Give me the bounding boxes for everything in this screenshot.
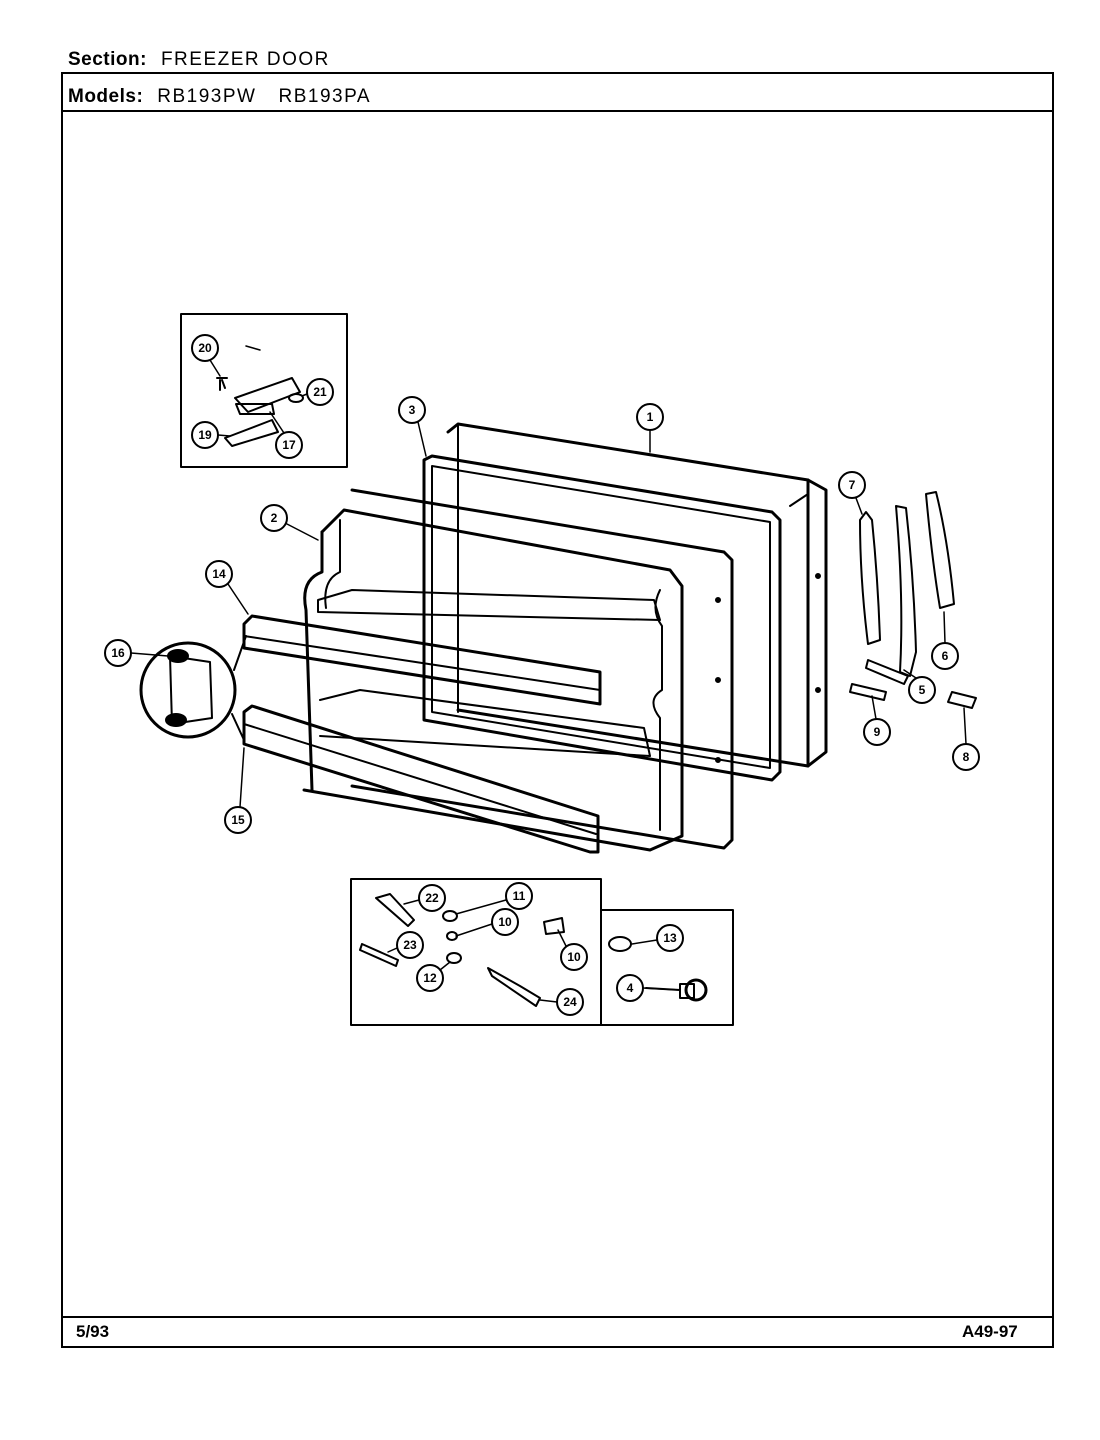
header-divider (61, 110, 1054, 112)
callout-23: 23 (387, 931, 424, 959)
footer-code: A49-97 (962, 1322, 1018, 1341)
callout-22: 22 (403, 884, 446, 912)
callout-8: 8 (952, 707, 980, 771)
callout-17: 17 (269, 411, 303, 459)
lower-shelf-bar (242, 704, 600, 854)
callout-15: 15 (224, 747, 252, 834)
outer-door-panel (446, 422, 828, 768)
hinge-handle-parts (849, 491, 977, 709)
page-frame (61, 72, 1054, 1348)
callout-22-label: 22 (425, 891, 439, 905)
callout-12-label: 12 (423, 971, 437, 985)
upper-shelf-bar (242, 614, 602, 706)
callout-3-label: 3 (409, 403, 416, 417)
callout-24-label: 24 (563, 995, 577, 1009)
callout-16: 16 (104, 639, 169, 667)
callout-6-label: 6 (942, 649, 949, 663)
models-header: Models: RB193PW RB193PA (68, 86, 371, 108)
callout-5-label: 5 (919, 683, 926, 697)
callout-16-label: 16 (111, 646, 125, 660)
callout-5: 5 (903, 669, 936, 704)
door-gasket (422, 454, 782, 782)
callout-15-label: 15 (231, 813, 245, 827)
callout-11: 11 (455, 882, 533, 915)
callout-17-label: 17 (282, 438, 296, 452)
section-label: Section: (68, 49, 147, 70)
callout-6: 6 (931, 611, 959, 670)
callout-10b-label: 10 (567, 950, 581, 964)
callout-14: 14 (205, 560, 249, 615)
callout-9: 9 (863, 695, 891, 746)
callout-7: 7 (838, 471, 866, 515)
callout-12: 12 (416, 961, 451, 992)
callout-4-label: 4 (627, 981, 634, 995)
callout-23-label: 23 (403, 938, 417, 952)
hinge-inset (180, 313, 348, 468)
callout-14-label: 14 (212, 567, 226, 581)
model-1: RB193PW (157, 86, 257, 107)
model-2: RB193PA (278, 86, 372, 107)
callout-8-label: 8 (963, 750, 970, 764)
callout-24: 24 (539, 988, 584, 1016)
callout-10a-label: 10 (498, 915, 512, 929)
footer-date: 5/93 (76, 1322, 110, 1341)
shelf-end-detail (139, 635, 247, 741)
callout-20: 20 (191, 334, 221, 377)
callout-19-label: 19 (198, 428, 212, 442)
section-header: Section: FREEZER DOOR (68, 49, 330, 71)
callout-1: 1 (636, 403, 664, 453)
callout-7-label: 7 (849, 478, 856, 492)
callout-13-label: 13 (663, 931, 677, 945)
callout-21-label: 21 (313, 385, 327, 399)
footer-divider (61, 1316, 1054, 1318)
models-label: Models: (68, 86, 144, 107)
callout-21: 21 (301, 378, 334, 406)
callout-2-label: 2 (271, 511, 278, 525)
latch-inset (350, 878, 734, 1026)
callout-19: 19 (191, 421, 231, 449)
callout-10a: 10 (455, 908, 519, 937)
inner-door-liner (302, 488, 821, 852)
callout-3: 3 (398, 396, 427, 457)
callout-9-label: 9 (874, 725, 881, 739)
callout-4: 4 (616, 974, 681, 1002)
callout-1-label: 1 (647, 410, 654, 424)
section-value: FREEZER DOOR (160, 49, 330, 70)
callout-11-label: 11 (513, 889, 526, 903)
callout-2: 2 (260, 504, 319, 541)
callout-20-label: 20 (198, 341, 212, 355)
callout-10b: 10 (557, 929, 588, 971)
callout-13: 13 (631, 924, 684, 952)
